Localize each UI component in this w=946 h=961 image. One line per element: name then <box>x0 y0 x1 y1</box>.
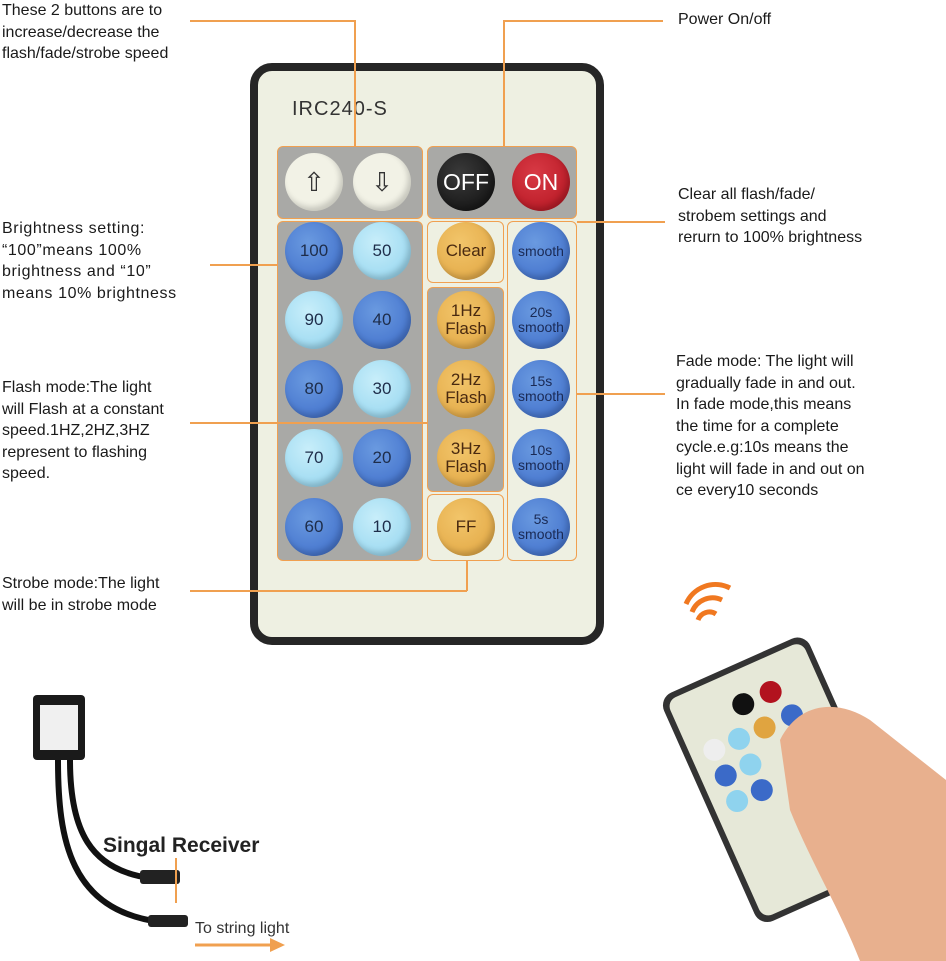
strobe-note: Strobe mode:The light will be in strobe … <box>2 575 160 614</box>
brightness-10-button-label: 10 <box>372 517 392 536</box>
flash-1hz-button-label: Flash <box>445 319 487 338</box>
fade-button-0[interactable]: smooth <box>512 222 570 280</box>
brightness-90-button-label: 90 <box>304 310 324 329</box>
speed-note: These 2 buttons are to increase/decrease… <box>2 2 169 62</box>
power-note: Power On/off <box>678 11 772 28</box>
power-off-button[interactable]: OFF <box>437 153 495 211</box>
brightness-80-button-label: 80 <box>304 379 324 398</box>
flash-3hz-button-label: 3Hz <box>450 439 482 458</box>
clear-panel <box>427 221 504 283</box>
fade-button-1-label: 20s <box>529 304 553 320</box>
brightness-90-button[interactable]: 90 <box>285 291 343 349</box>
clear-button[interactable]: Clear <box>437 222 495 280</box>
brightness-20-button-label: 20 <box>372 448 392 467</box>
brightness-40-button-label: 40 <box>372 310 392 329</box>
power-off-button-label: OFF <box>443 169 489 195</box>
output-label: To string light <box>195 920 290 937</box>
flash-note: Flash mode:The light will Flash at a con… <box>2 379 164 482</box>
flash-1hz-button-label: 1Hz <box>450 301 482 320</box>
brightness-100-button-label: 100 <box>299 241 329 260</box>
power-on-button[interactable]: ON <box>512 153 570 211</box>
fade-note: Fade mode: The light will gradually fade… <box>676 353 865 499</box>
brightness-70-button[interactable]: 70 <box>285 429 343 487</box>
strobe-ff-button-label: FF <box>455 517 477 536</box>
fade-button-4-label: 5s <box>533 511 549 527</box>
clear-note: Clear all flash/fade/ strobem settings a… <box>678 186 863 246</box>
fade-button-2-label: 15s <box>529 373 553 389</box>
brightness-100-button[interactable]: 100 <box>285 222 343 280</box>
brightness-10-button[interactable]: 10 <box>353 498 411 556</box>
remote-in-hand-image <box>662 582 946 961</box>
fade-button-4-label: smooth <box>518 526 564 542</box>
brightness-70-button-label: 70 <box>304 448 324 467</box>
brightness-20-button[interactable]: 20 <box>353 429 411 487</box>
brightness-50-button-label: 50 <box>372 241 392 260</box>
fade-button-3-label: 10s <box>529 442 553 458</box>
brightness-60-button-label: 60 <box>304 517 324 536</box>
speed-down-button[interactable]: ⇩ <box>353 153 411 211</box>
speed-up-button-label: ⇧ <box>303 167 325 197</box>
brightness-30-button-label: 30 <box>372 379 392 398</box>
fade-button-3-label: smooth <box>518 457 564 473</box>
signal-receiver-image <box>33 695 285 952</box>
flash-2hz-button-label: Flash <box>445 388 487 407</box>
clear-button-label: Clear <box>445 241 487 260</box>
brightness-30-button[interactable]: 30 <box>353 360 411 418</box>
speed-down-button-label: ⇩ <box>371 167 393 197</box>
brightness-40-button[interactable]: 40 <box>353 291 411 349</box>
fade-button-2-label: smooth <box>518 388 564 404</box>
strobe-ff-button[interactable]: FF <box>437 498 495 556</box>
flash-3hz-button-label: Flash <box>445 457 487 476</box>
strobe-panel <box>427 494 504 561</box>
brightness-50-button[interactable]: 50 <box>353 222 411 280</box>
receiver-label: Singal Receiver <box>103 834 260 857</box>
fade-button-1-label: smooth <box>518 319 564 335</box>
speed-up-button[interactable]: ⇧ <box>285 153 343 211</box>
brightness-60-button[interactable]: 60 <box>285 498 343 556</box>
fade-button-0-label: smooth <box>518 242 564 259</box>
flash-2hz-button-label: 2Hz <box>450 370 482 389</box>
power-on-button-label: ON <box>523 169 559 195</box>
remote-model: IRC240-S <box>292 98 388 120</box>
fade-panel <box>507 221 577 561</box>
brightness-80-button[interactable]: 80 <box>285 360 343 418</box>
wireless-signal-icon <box>683 582 732 622</box>
brightness-note: Brightness setting: “100”means 100% brig… <box>2 220 177 302</box>
